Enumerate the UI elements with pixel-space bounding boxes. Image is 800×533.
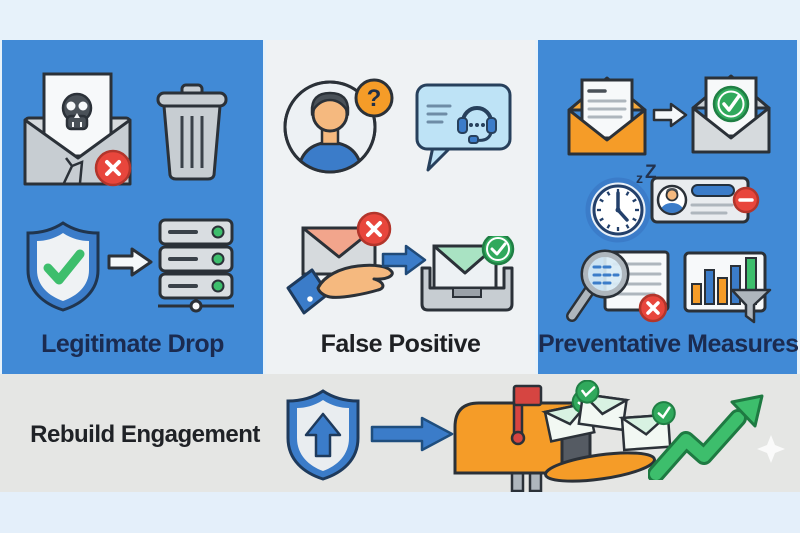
open-hand-icon	[286, 263, 394, 315]
question-badge-icon: ?	[354, 78, 394, 118]
red-x-badge-icon	[94, 149, 132, 187]
top-strip	[0, 0, 800, 40]
malicious-envelope-icon	[23, 72, 132, 187]
server-stack-icon	[158, 218, 234, 313]
headset-icon	[457, 106, 497, 144]
panel-label-legitimate-drop: Legitimate Drop	[41, 330, 224, 358]
bottom-banner: Rebuild Engagement	[0, 374, 800, 492]
bottom-banner-label: Rebuild Engagement	[30, 421, 260, 448]
arrow-right-icon	[370, 416, 454, 452]
green-check-icon	[43, 249, 85, 285]
shield-up-arrow-icon	[286, 389, 360, 481]
panel-label-preventative-measures: Preventative Measures	[538, 330, 799, 358]
funnel-icon	[730, 288, 772, 324]
panel-false-positive: ?	[266, 40, 535, 374]
magnifier-icon	[566, 249, 630, 322]
support-chat-icon	[415, 83, 512, 172]
red-minus-badge-icon	[732, 186, 760, 214]
panel-preventative-measures: z Z	[538, 40, 799, 374]
snooze-clock-icon: z Z	[585, 162, 657, 243]
sparkle-icon	[757, 435, 785, 463]
arrow-right-icon	[381, 244, 427, 276]
chart-funnel-icon	[683, 251, 772, 324]
growth-arrow-icon	[648, 394, 764, 480]
panel-legitimate-drop: Legitimate Drop	[2, 40, 263, 374]
green-check-badge-icon	[481, 236, 515, 266]
svg-text:?: ?	[367, 85, 382, 112]
mailbox-open-lid	[544, 451, 656, 483]
shield-check-icon	[26, 221, 100, 312]
trash-icon	[156, 83, 228, 181]
outgoing-mail-icon	[567, 76, 647, 156]
red-x-badge-icon	[638, 293, 668, 323]
arrow-right-icon	[107, 247, 153, 277]
mailbox-icon	[453, 380, 676, 492]
approved-envelope-icon	[575, 380, 631, 432]
hand-envelope-rejected-icon	[286, 211, 394, 315]
bar-chart-icon	[691, 257, 757, 305]
mailbox-flag-icon	[510, 384, 543, 446]
green-check-badge-icon	[712, 85, 750, 123]
footer-strip	[0, 492, 800, 533]
snooze-z-small: z	[636, 170, 643, 186]
skull-icon	[61, 92, 93, 131]
red-x-badge-icon	[356, 211, 392, 247]
inspect-document-icon	[566, 249, 670, 323]
panel-label-false-positive: False Positive	[320, 330, 481, 358]
inbox-approved-icon	[420, 236, 515, 312]
approved-envelope-icon	[618, 401, 676, 452]
arrow-right-icon	[652, 102, 688, 128]
contact-remove-icon	[650, 176, 760, 224]
verified-mail-icon	[691, 74, 771, 154]
up-arrow-icon	[304, 412, 342, 458]
user-question-icon: ?	[283, 78, 394, 174]
